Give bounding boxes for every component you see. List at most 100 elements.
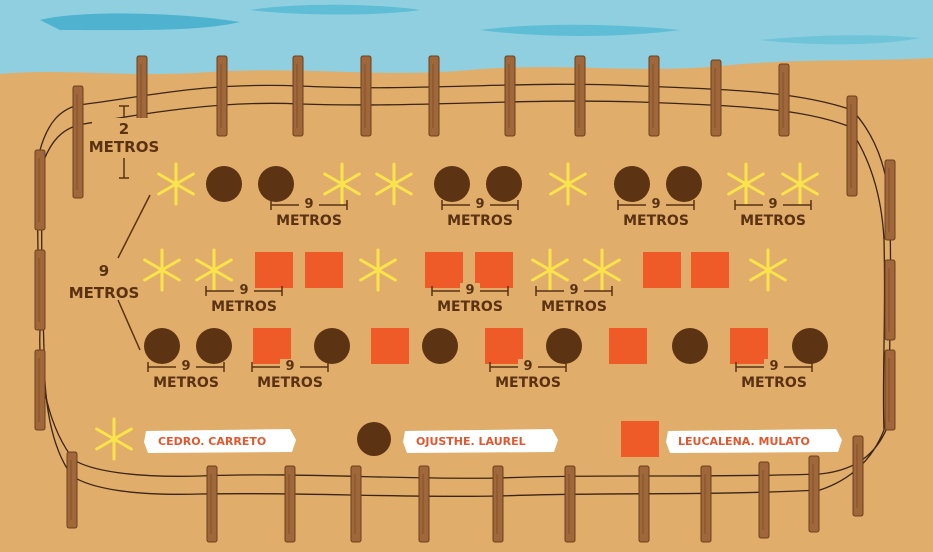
circle-icon bbox=[614, 166, 650, 202]
spacing-number: 9 bbox=[475, 197, 484, 212]
star-icon bbox=[323, 162, 361, 206]
spacing-number: 9 bbox=[769, 359, 778, 374]
legend: CEDRO. CARRETO OJUSTHE. LAUREL LEUCALENA… bbox=[95, 417, 842, 461]
fence-post bbox=[884, 259, 896, 341]
sea-wave bbox=[40, 13, 240, 31]
square-icon bbox=[621, 421, 659, 457]
fence-post bbox=[72, 85, 84, 199]
star-icon bbox=[749, 248, 787, 292]
row-gap-annotation: 2 METROS bbox=[89, 105, 160, 179]
spacing-number: 9 bbox=[569, 283, 578, 298]
fence-post bbox=[700, 465, 712, 543]
circle-icon bbox=[434, 166, 470, 202]
spacing-unit: METROS bbox=[741, 375, 807, 391]
star-icon bbox=[95, 417, 133, 461]
fence-post bbox=[778, 63, 790, 137]
legend-item-leucalena: LEUCALENA. MULATO bbox=[621, 421, 842, 457]
spacing-unit: METROS bbox=[495, 375, 561, 391]
row-spacing-number: 9 bbox=[99, 262, 109, 280]
fence-post bbox=[884, 159, 896, 241]
spacing-unit: METROS bbox=[257, 375, 323, 391]
circle-icon bbox=[196, 328, 232, 364]
row-spacing-unit: METROS bbox=[69, 284, 140, 302]
fence-post bbox=[284, 465, 296, 543]
sea-wave bbox=[760, 35, 920, 45]
square-icon bbox=[305, 252, 343, 288]
fence-post bbox=[758, 461, 770, 539]
square-icon bbox=[253, 328, 291, 364]
legend-label-background bbox=[403, 429, 558, 453]
circle-icon bbox=[314, 328, 350, 364]
fence-post bbox=[808, 455, 820, 533]
legend-label: CEDRO. CARRETO bbox=[158, 435, 266, 448]
square-icon bbox=[730, 328, 768, 364]
spacing-number: 9 bbox=[239, 283, 248, 298]
square-icon bbox=[425, 252, 463, 288]
spacing-number: 9 bbox=[181, 359, 190, 374]
spacing-unit: METROS bbox=[447, 213, 513, 229]
spacing-labels: 9METROS9METROS9METROS9METROS9METROS9METR… bbox=[147, 197, 813, 391]
spacing-number: 9 bbox=[651, 197, 660, 212]
fence-post bbox=[292, 55, 304, 137]
spacing-unit: METROS bbox=[211, 299, 277, 315]
circle-icon bbox=[422, 328, 458, 364]
fence-post bbox=[34, 249, 46, 331]
spacing-number: 9 bbox=[768, 197, 777, 212]
sea-wave bbox=[480, 24, 680, 36]
legend-label: LEUCALENA. MULATO bbox=[678, 435, 810, 448]
fence-post bbox=[852, 435, 864, 517]
square-icon bbox=[609, 328, 647, 364]
spacing-unit: METROS bbox=[153, 375, 219, 391]
spacing-unit: METROS bbox=[541, 299, 607, 315]
fence-post bbox=[574, 55, 586, 137]
fence-post bbox=[350, 465, 362, 543]
circle-icon bbox=[144, 328, 180, 364]
legend-item-cedro: CEDRO. CARRETO bbox=[95, 417, 296, 461]
spacing-unit: METROS bbox=[437, 299, 503, 315]
sea-wave bbox=[250, 4, 420, 15]
fence-post bbox=[360, 55, 372, 137]
star-icon bbox=[781, 162, 819, 206]
spacing-number: 9 bbox=[285, 359, 294, 374]
plant-row-3 bbox=[144, 328, 828, 364]
star-icon bbox=[375, 162, 413, 206]
circle-icon bbox=[486, 166, 522, 202]
plant-row-2 bbox=[143, 248, 787, 292]
fence-post bbox=[206, 465, 218, 543]
spacing-number: 9 bbox=[304, 197, 313, 212]
fence-post bbox=[648, 55, 660, 137]
fence-post bbox=[492, 465, 504, 543]
fence-post bbox=[564, 465, 576, 543]
fence-post bbox=[504, 55, 516, 137]
star-icon bbox=[359, 248, 397, 292]
square-icon bbox=[371, 328, 409, 364]
square-icon bbox=[485, 328, 523, 364]
circle-icon bbox=[206, 166, 242, 202]
row-gap-unit: METROS bbox=[89, 138, 160, 156]
row-spacing-annotation: 9 METROS bbox=[69, 194, 151, 351]
star-icon bbox=[143, 248, 181, 292]
plant-rows bbox=[143, 162, 828, 364]
circle-icon bbox=[546, 328, 582, 364]
legend-item-ojusthe: OJUSTHE. LAUREL bbox=[357, 422, 558, 456]
fence-post bbox=[216, 55, 228, 137]
spacing-unit: METROS bbox=[276, 213, 342, 229]
square-icon bbox=[475, 252, 513, 288]
circle-icon bbox=[672, 328, 708, 364]
fence-post bbox=[710, 59, 722, 137]
star-icon bbox=[549, 162, 587, 206]
circle-icon bbox=[357, 422, 391, 456]
square-icon bbox=[691, 252, 729, 288]
circle-icon bbox=[666, 166, 702, 202]
